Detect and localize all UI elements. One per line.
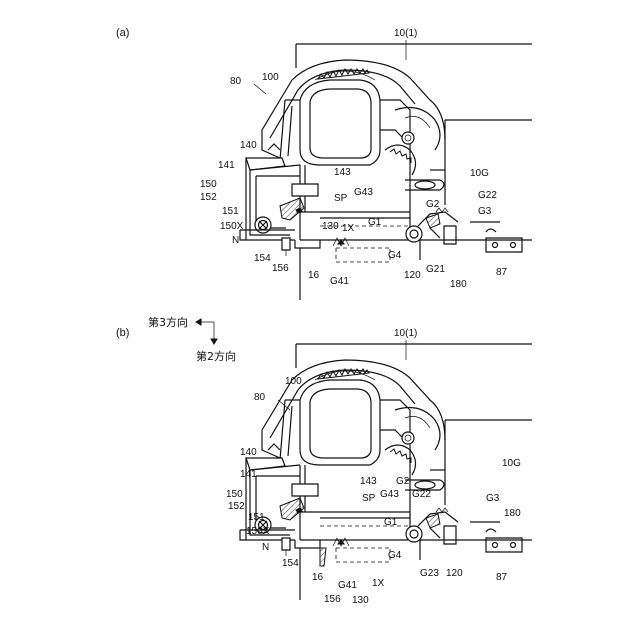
label-151: 151 <box>248 512 265 523</box>
label-g4: G4 <box>388 250 402 261</box>
arrowhead-down-icon <box>211 339 217 344</box>
label-152: 152 <box>200 192 217 203</box>
label-g2: G2 <box>426 199 440 210</box>
label-156: 156 <box>272 263 289 274</box>
label-150x: 150X <box>246 526 270 537</box>
label-140: 140 <box>240 140 257 151</box>
label-87: 87 <box>496 572 508 583</box>
label-g22: G22 <box>478 190 497 201</box>
label-150x: 150X <box>220 221 244 232</box>
label-80: 80 <box>230 76 242 87</box>
label-100: 100 <box>285 376 302 387</box>
label-n: N <box>232 235 239 246</box>
label-16: 16 <box>312 572 324 583</box>
label-sp: SP <box>362 493 376 504</box>
label-sp: SP <box>334 193 348 204</box>
ref-10-1: 10(1) <box>394 328 417 339</box>
label-g43: G43 <box>380 489 399 500</box>
panel-a: (a) 10(1) 80 100 140 141 150 152 151 150… <box>116 27 532 300</box>
third-direction-label: 第3方向 <box>148 315 188 329</box>
ref-10-1: 10(1) <box>394 28 417 39</box>
label-154: 154 <box>254 253 271 264</box>
label-180: 180 <box>504 508 521 519</box>
label-154: 154 <box>282 558 299 569</box>
label-10g: 10G <box>502 458 521 469</box>
label-150: 150 <box>226 489 243 500</box>
second-direction-label: 第2方向 <box>196 349 236 363</box>
label-1x: 1X <box>342 223 355 234</box>
label-130: 130 <box>352 595 369 606</box>
label-g41: G41 <box>330 276 349 287</box>
arrowhead-left-icon <box>196 319 201 325</box>
label-g3: G3 <box>486 493 500 504</box>
label-g22: G22 <box>412 489 431 500</box>
label-87: 87 <box>496 267 508 278</box>
label-152: 152 <box>228 501 245 512</box>
label-100: 100 <box>262 72 279 83</box>
label-g41: G41 <box>338 580 357 591</box>
label-g4: G4 <box>388 550 402 561</box>
label-150: 150 <box>200 179 217 190</box>
label-120: 120 <box>446 568 463 579</box>
label-141: 141 <box>240 469 257 480</box>
label-151: 151 <box>222 206 239 217</box>
direction-legend: 第3方向 第2方向 <box>148 315 236 363</box>
label-16: 16 <box>308 270 320 281</box>
label-156: 156 <box>324 594 341 605</box>
panel-label: (b) <box>116 327 129 339</box>
label-10g: 10G <box>470 168 489 179</box>
part-156 <box>320 548 326 566</box>
label-130: 130 <box>322 221 339 232</box>
label-80: 80 <box>254 392 266 403</box>
label-g23: G23 <box>420 568 439 579</box>
label-g21: G21 <box>426 264 445 275</box>
label-1x: 1X <box>372 578 385 589</box>
label-g43: G43 <box>354 187 373 198</box>
label-120: 120 <box>404 270 421 281</box>
label-g1: G1 <box>384 517 398 528</box>
label-141: 141 <box>218 160 235 171</box>
arrow <box>254 84 266 94</box>
label-143: 143 <box>360 476 377 487</box>
label-g1: G1 <box>368 217 382 228</box>
label-143: 143 <box>334 167 351 178</box>
label-n: N <box>262 542 269 553</box>
label-180: 180 <box>450 279 467 290</box>
panel-b: (b) 10(1) 80 100 140 141 150 152 151 150… <box>116 327 532 606</box>
label-140: 140 <box>240 447 257 458</box>
panel-label: (a) <box>116 27 129 39</box>
label-g3: G3 <box>478 206 492 217</box>
label-g2: G2 <box>396 476 410 487</box>
